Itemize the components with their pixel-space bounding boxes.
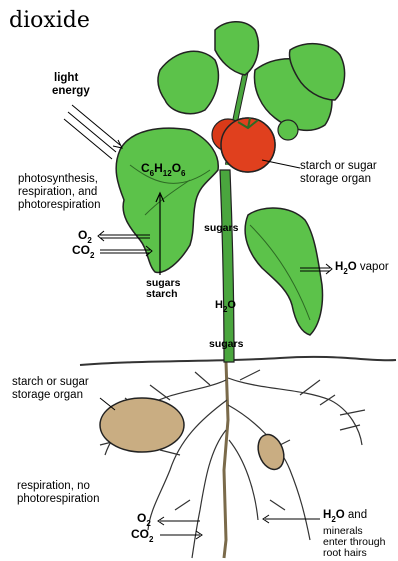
light-energy-arrows [64, 105, 122, 159]
stem-h2o-h: H [215, 299, 223, 311]
leaf-co2-label: CO2 [72, 244, 94, 256]
leaf-o2-main: O [78, 228, 87, 242]
fruit-storage-label-line1: starch or sugar [300, 160, 377, 173]
stem-h2o-o: O [227, 299, 236, 311]
green-tomato [278, 120, 298, 140]
upper-left-leaf [158, 51, 218, 113]
root-o2-label: O2 [137, 512, 151, 524]
h2o-vapor-o: O [348, 261, 357, 273]
glucose-h: H [154, 161, 163, 175]
header-word: dioxide [9, 10, 90, 32]
leaf-co2-sub: 2 [90, 251, 94, 260]
respiration-label-line1: respiration, no [17, 480, 90, 493]
small-tuber [254, 431, 289, 473]
stem-h2o-sub: 2 [223, 305, 227, 314]
respiration-label-line2: photorespiration [17, 493, 99, 506]
main-stem [220, 170, 234, 362]
fruit-storage-label-line2: storage organ [300, 173, 371, 186]
root-storage-label-line2: storage organ [12, 389, 83, 402]
h2o-vapor-sub: 2 [343, 267, 347, 276]
right-leaf [245, 208, 322, 335]
root-storage-label-line1: starch or sugar [12, 376, 89, 389]
glucose-h-sub: 12 [163, 169, 172, 178]
stem-h2o-label: H2O [215, 300, 236, 311]
light-energy-label-line1: light [54, 72, 78, 85]
minerals-label-line4: root hairs [323, 548, 367, 559]
root-co2-sub: 2 [149, 535, 153, 544]
leaf-o2-label: O2 [78, 229, 92, 241]
minerals-h2o-label: H2O and [323, 510, 367, 522]
light-energy-label-line2: energy [52, 85, 90, 98]
glucose-o-sub: 6 [181, 169, 185, 178]
photosynthesis-label-line1: photosynthesis, [18, 173, 98, 186]
h2o-vapor-label: H2O vapor [335, 262, 389, 274]
glucose-formula: C6H12O6 [141, 162, 186, 174]
glucose-c-sub: 6 [150, 169, 154, 178]
minerals-arrow [263, 515, 320, 523]
top-leaf [215, 22, 258, 75]
ground-line [80, 357, 396, 365]
root-o2-main: O [137, 511, 146, 525]
h2o-vapor-rest: vapor [357, 261, 389, 273]
large-tuber [100, 398, 184, 452]
sugars-starch-label-line2: starch [146, 289, 178, 300]
root-storage-pointer [100, 398, 115, 410]
leaf-co2-main: CO [72, 243, 90, 257]
root-co2-main: CO [131, 527, 149, 541]
photosynthesis-label-line2: respiration, and [18, 186, 97, 199]
minerals-o: O [336, 509, 345, 521]
minerals-and: and [345, 509, 367, 521]
minerals-sub: 2 [331, 515, 335, 524]
glucose-o: O [172, 161, 181, 175]
root-co2-label: CO2 [131, 528, 153, 540]
stem-sugars-upper-label: sugars [204, 222, 238, 235]
stem-sugars-lower-label: sugars [209, 338, 243, 351]
photosynthesis-label-line3: photorespiration [18, 199, 100, 212]
left-leaf [116, 128, 218, 272]
glucose-c: C [141, 161, 150, 175]
